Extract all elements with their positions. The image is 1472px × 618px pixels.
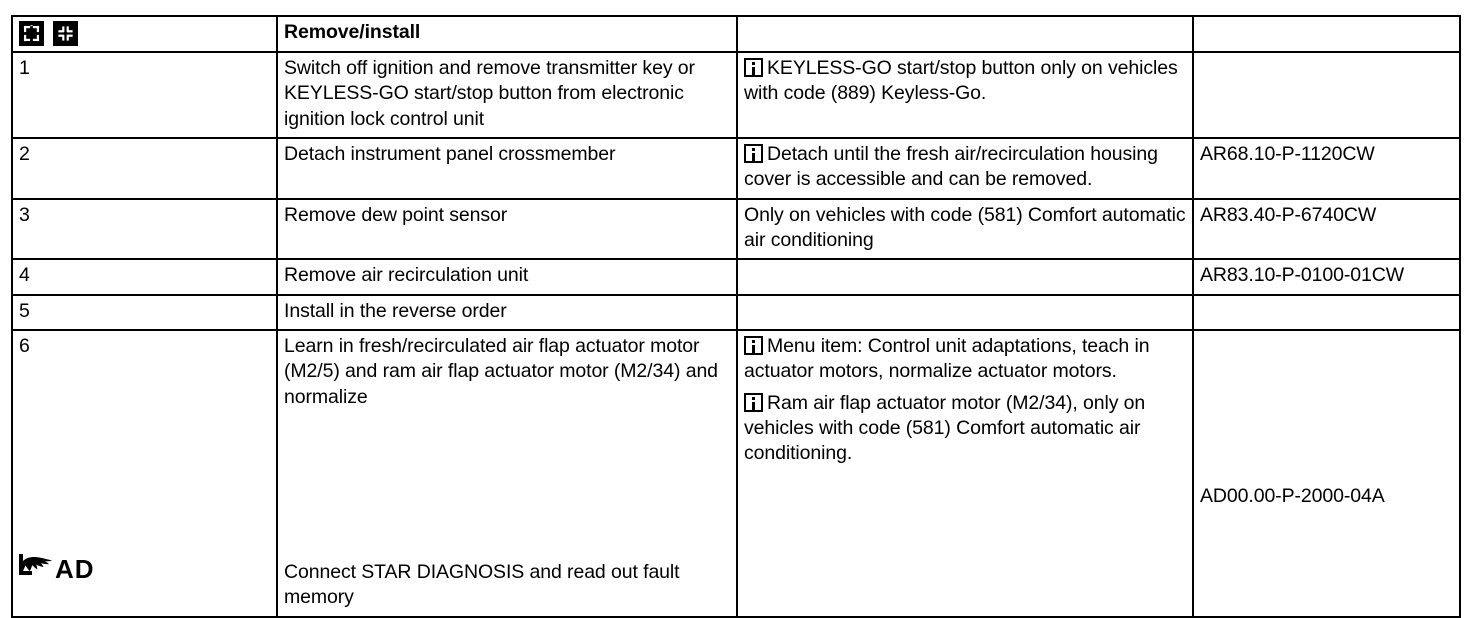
- step-number-cell: 5: [11, 293, 278, 332]
- pointing-hand-icon: [19, 552, 53, 585]
- operation-text-secondary: Connect STAR DIAGNOSIS and read out faul…: [284, 561, 680, 609]
- reference-text-secondary: AD00.00-P-2000-04A: [1200, 485, 1385, 508]
- note-paragraph: Only on vehicles with code (581) Comfort…: [744, 203, 1186, 252]
- note-cell: [736, 258, 1194, 296]
- step-number: 3: [19, 203, 30, 226]
- note-paragraph: Detach until the fresh air/recirculation…: [744, 142, 1186, 193]
- note-cell: KEYLESS-GO start/stop button only on veh…: [736, 50, 1194, 140]
- procedure-table: Remove/install 1 Switch off ignition and…: [11, 15, 1461, 618]
- info-icon: [744, 144, 763, 164]
- operation-cell: Install in the reverse order: [276, 293, 738, 332]
- info-icon: [744, 58, 763, 77]
- note-text: Detach until the fresh air/recirculation…: [744, 143, 1158, 191]
- operation-cell: Detach instrument panel crossmember: [276, 137, 738, 200]
- step-number-cell: 2: [11, 137, 278, 200]
- step-number: 2: [19, 143, 30, 166]
- table-row: 5 Install in the reverse order: [11, 293, 1461, 332]
- step-number-cell: 4: [11, 258, 278, 296]
- note-paragraph: Ram air flap actuator motor (M2/34), onl…: [744, 391, 1186, 467]
- reference-cell: AD00.00-P-2000-04A: [1192, 329, 1461, 618]
- reference-cell: AR83.40-P-6740CW: [1192, 197, 1461, 261]
- note-cell: Detach until the fresh air/recirculation…: [736, 137, 1194, 200]
- note-text: KEYLESS-GO start/stop button only on veh…: [744, 57, 1178, 105]
- info-icon: [744, 392, 763, 412]
- ad-label: AD: [55, 554, 95, 585]
- note-cell: Menu item: Control unit adaptations, tea…: [736, 329, 1194, 618]
- note-text: Ram air flap actuator motor (M2/34), onl…: [744, 391, 1146, 465]
- reference-cell: AR83.10-P-0100-01CW: [1192, 258, 1461, 296]
- note-paragraph: KEYLESS-GO start/stop button only on veh…: [744, 56, 1186, 107]
- header-note-cell: [736, 15, 1194, 53]
- header-title: Remove/install: [284, 21, 421, 43]
- step-number: 1: [19, 57, 30, 79]
- step-number: 6: [19, 335, 30, 358]
- header-icons-cell: [11, 15, 278, 53]
- operation-cell: Remove dew point sensor: [276, 197, 738, 261]
- step-number-cell: 3: [11, 197, 278, 261]
- step-number-cell: 6 AD: [11, 329, 278, 618]
- table-row: 2 Detach instrument panel crossmember De…: [11, 137, 1461, 200]
- reference-cell: [1192, 50, 1461, 140]
- reference-cell: AR68.10-P-1120CW: [1192, 137, 1461, 200]
- reference-cell: [1192, 293, 1461, 332]
- operation-cell: Switch off ignition and remove transmitt…: [276, 50, 738, 140]
- step-number-cell: 1: [11, 50, 278, 140]
- operation-cell: Learn in fresh/recirculated air flap act…: [276, 329, 738, 618]
- document-page: Remove/install 1 Switch off ignition and…: [11, 15, 1461, 618]
- step-number: 5: [19, 299, 30, 322]
- remove-icon: [19, 20, 44, 46]
- table-row: 4 Remove air recirculation unit AR83.10-…: [11, 258, 1461, 296]
- note-paragraph: Menu item: Control unit adaptations, tea…: [744, 334, 1186, 385]
- info-icon: [744, 336, 763, 356]
- operation-text: Learn in fresh/recirculated air flap act…: [284, 335, 718, 408]
- step-number: 4: [19, 264, 30, 287]
- table-header-row: Remove/install: [11, 15, 1461, 53]
- note-cell: [736, 293, 1194, 332]
- table-row: 3 Remove dew point sensor Only on vehicl…: [11, 197, 1461, 261]
- diagnosis-marker: AD: [19, 552, 95, 585]
- header-reference-cell: [1192, 15, 1461, 53]
- table-row: 6 AD: [11, 329, 1461, 618]
- note-cell: Only on vehicles with code (581) Comfort…: [736, 197, 1194, 261]
- note-text: Menu item: Control unit adaptations, tea…: [744, 335, 1150, 383]
- operation-cell: Remove air recirculation unit: [276, 258, 738, 296]
- table-row: 1 Switch off ignition and remove transmi…: [11, 50, 1461, 140]
- install-icon: [53, 20, 78, 46]
- icon-row: [19, 20, 270, 46]
- header-operation-cell: Remove/install: [276, 15, 738, 53]
